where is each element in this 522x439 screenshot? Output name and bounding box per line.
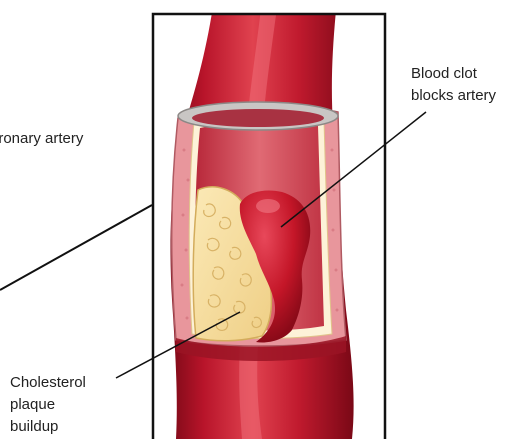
coronary-artery-label: oronary artery xyxy=(0,128,83,150)
plaque-line-1: Cholesterol xyxy=(10,372,86,394)
top-cut-inner xyxy=(192,109,324,127)
clot-highlight xyxy=(256,199,280,213)
plaque-line-2: plaque xyxy=(10,394,86,416)
blood-clot-line-1: Blood clot xyxy=(411,63,496,85)
plaque-line-3: buildup xyxy=(10,416,86,438)
coronary-leader-line xyxy=(0,205,152,290)
coronary-artery-text: oronary artery xyxy=(0,128,83,150)
plaque-label: Cholesterol plaque buildup xyxy=(10,372,86,438)
blood-clot-line-2: blocks artery xyxy=(411,85,496,107)
blood-clot-label: Blood clot blocks artery xyxy=(411,63,496,107)
